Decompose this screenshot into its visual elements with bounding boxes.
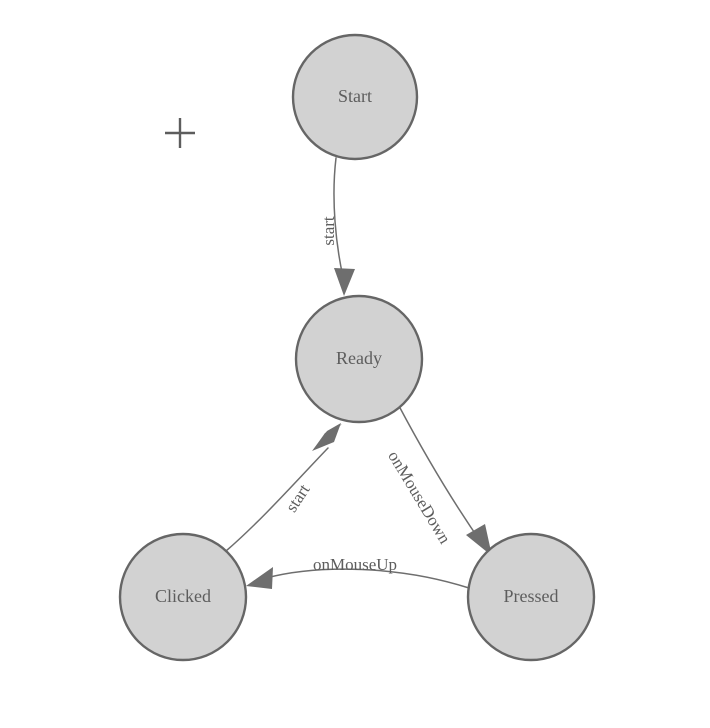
edge-path-clicked-to-ready[interactable]	[225, 447, 329, 552]
node-pressed[interactable]: Pressed	[466, 532, 596, 662]
node-clicked-circle[interactable]	[118, 532, 248, 662]
edge-path-pressed-to-clicked[interactable]	[265, 568, 470, 589]
node-start-label: Start	[338, 86, 372, 106]
edge-label-ready-to-pressed: onMouseDown	[384, 447, 455, 547]
node-ready-label: Ready	[336, 348, 382, 368]
node-pressed-circle[interactable]	[466, 532, 596, 662]
node-layer: Start Ready Clicked Pressed	[118, 33, 596, 662]
node-ready-circle[interactable]	[294, 294, 424, 424]
arrowhead-ready-to-pressed	[466, 524, 492, 556]
node-start-circle[interactable]	[291, 33, 419, 161]
edge-label-start-to-ready: start	[319, 216, 338, 246]
arrowhead-clicked-to-ready-fill	[312, 423, 341, 451]
edge-start-to-ready[interactable]: start	[319, 157, 355, 296]
arrowhead-start-to-ready	[334, 268, 355, 296]
node-ready[interactable]: Ready	[294, 294, 424, 424]
edge-label-pressed-to-clicked: onMouseUp	[313, 555, 397, 574]
edge-clicked-to-ready[interactable]: start	[225, 423, 342, 552]
edge-label-clicked-to-ready: start	[282, 480, 314, 515]
edge-path-ready-to-pressed[interactable]	[398, 405, 484, 546]
edge-ready-to-pressed[interactable]: onMouseDown	[384, 405, 492, 556]
node-clicked-label: Clicked	[155, 586, 211, 606]
node-clicked[interactable]: Clicked	[118, 532, 248, 662]
node-start[interactable]: Start	[291, 33, 419, 161]
crosshair-icon[interactable]	[165, 118, 195, 148]
edge-pressed-to-clicked[interactable]: onMouseUp	[246, 555, 470, 589]
edge-path-start-to-ready[interactable]	[333, 157, 344, 278]
arrowhead-pressed-to-clicked	[246, 567, 273, 589]
node-pressed-label: Pressed	[504, 586, 559, 606]
